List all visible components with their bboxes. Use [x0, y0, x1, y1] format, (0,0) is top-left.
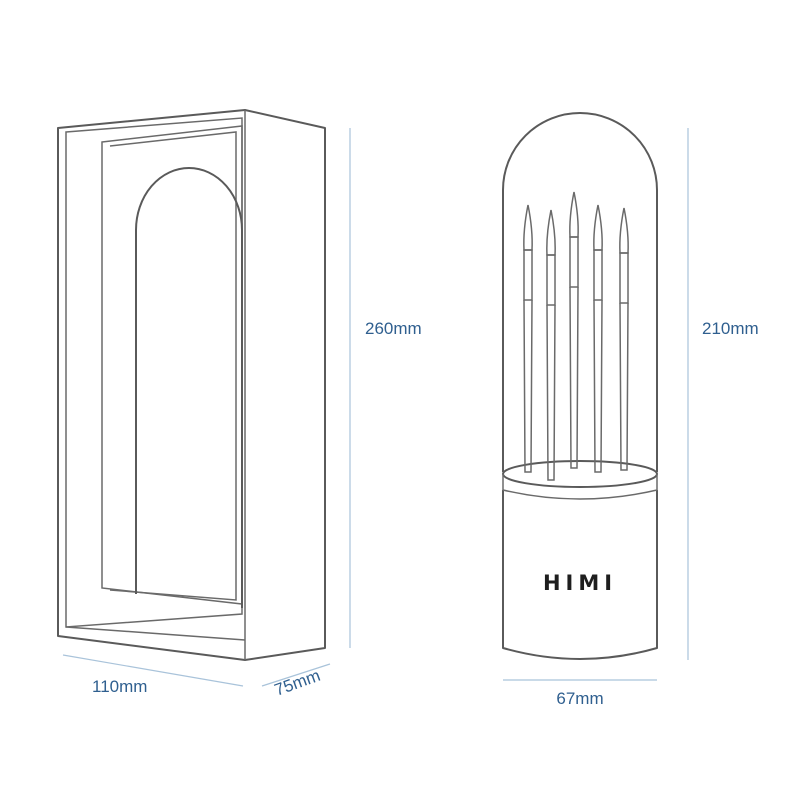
- holder-dome: [502, 112, 658, 472]
- brush-holder: HIMI: [502, 112, 658, 660]
- brush-ferrule: [619, 252, 629, 304]
- brush-handle: [523, 299, 533, 473]
- box-depth-label: 75mm: [272, 666, 323, 700]
- brush-tip: [546, 209, 556, 256]
- holder-diameter-label: 67mm: [556, 689, 603, 708]
- brush-tip: [593, 204, 603, 251]
- holder-brand-label: HIMI: [543, 571, 617, 595]
- brush-tip: [523, 204, 533, 251]
- brush-tip: [619, 207, 629, 254]
- box-bottom-depth: [65, 626, 246, 641]
- brush-tip: [569, 191, 579, 238]
- brush-handle: [546, 304, 556, 481]
- brush: [546, 209, 556, 481]
- brush: [619, 207, 629, 471]
- box-inner-recess: [65, 117, 243, 628]
- box-width-line: [62, 654, 244, 687]
- brush-ferrule: [546, 254, 556, 306]
- box-side-panel: [101, 125, 243, 605]
- brush: [523, 204, 533, 473]
- brush-handle: [569, 286, 579, 469]
- brush-group: [523, 191, 629, 481]
- box-width-label: 110mm: [92, 677, 147, 696]
- box-arch-window: [135, 167, 243, 608]
- brush: [569, 191, 579, 469]
- box-height-label: 260mm: [365, 319, 422, 338]
- brush-handle: [593, 299, 603, 473]
- holder-height-label: 210mm: [702, 319, 759, 338]
- holder-dimensions: 210mm 67mm: [503, 128, 759, 708]
- brush-ferrule: [569, 236, 579, 288]
- brush-ferrule: [523, 249, 533, 301]
- box-front-frame: [57, 109, 326, 661]
- storage-box: [57, 109, 326, 661]
- holder-base: [502, 490, 658, 660]
- holder-rim-edge: [502, 474, 658, 500]
- box-depth-line: [261, 663, 331, 687]
- box-inner-shell: [109, 131, 237, 601]
- holder-rim: [502, 460, 658, 488]
- brush-handle: [619, 302, 629, 471]
- brush: [593, 204, 603, 473]
- brush-ferrule: [593, 249, 603, 301]
